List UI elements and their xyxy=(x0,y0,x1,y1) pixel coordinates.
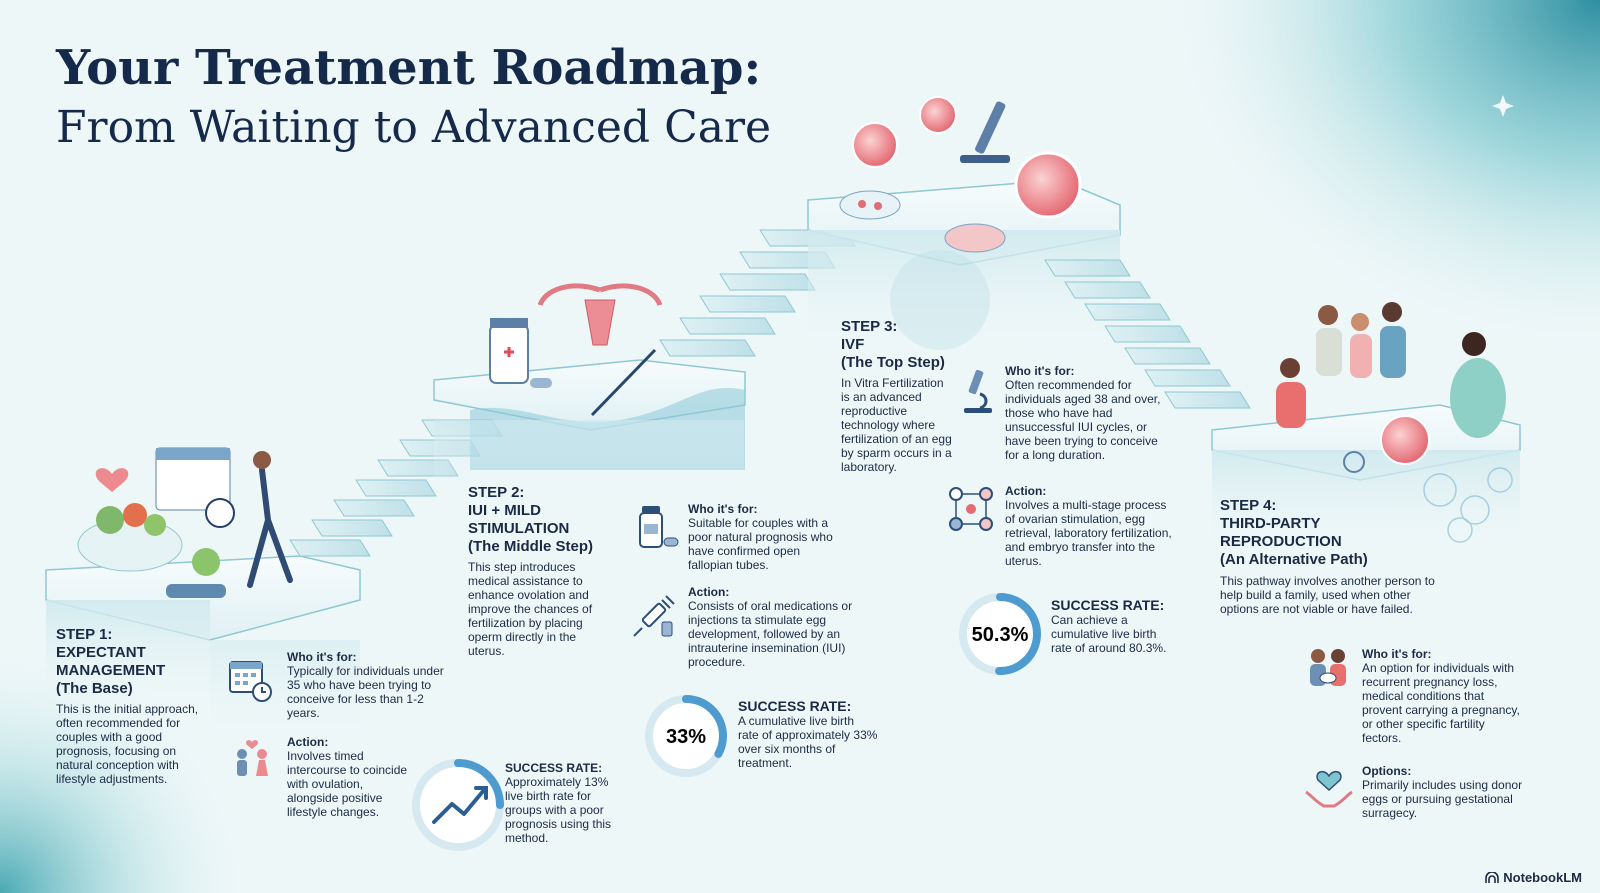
step1-success-text: Approximately 13% live birth rate for gr… xyxy=(505,775,612,845)
family-icon xyxy=(1310,649,1346,686)
step1-who: Who it's for: Typically for individuals … xyxy=(287,650,457,720)
step4-subtitle: (An Alternative Path) xyxy=(1220,551,1368,568)
step3-who: Who it's for: Often recommended for indi… xyxy=(1005,364,1175,462)
step3-name: IVF xyxy=(841,336,865,353)
step2-who-label: Who it's for: xyxy=(688,502,758,516)
step4-who: Who it's for: An option for individuals … xyxy=(1362,647,1522,745)
step3-action: Action: Involves a multi-stage process o… xyxy=(1005,484,1177,568)
step2-subtitle: (The Middle Step) xyxy=(468,538,593,555)
step1-action-label: Action: xyxy=(287,735,329,749)
step1-heading: STEP 1: EXPECTANT MANAGEMENT (The Base) xyxy=(56,626,226,698)
step3-action-label: Action: xyxy=(1005,484,1047,498)
brand-label: NotebookLM xyxy=(1503,870,1582,885)
step1-name: EXPECTANT MANAGEMENT xyxy=(56,644,166,679)
step4-name: THIRD-PARTY REPRODUCTION xyxy=(1220,515,1342,550)
step2-action-label: Action: xyxy=(688,585,730,599)
step1-action-text: Involves timed intercourse to coincide w… xyxy=(287,749,408,819)
microscope-icon xyxy=(964,369,992,413)
step2-action: Action: Consists of oral medications or … xyxy=(688,585,856,669)
step2-success-text: A cumulative live birth rate of approxim… xyxy=(738,714,878,770)
step4-description: This pathway involves another person to … xyxy=(1220,574,1435,616)
page-title: Your Treatment Roadmap: From Waiting to … xyxy=(56,38,771,158)
step3-description: In Vitra Fertilization is an advanced re… xyxy=(841,376,952,474)
title-line-1: Your Treatment Roadmap: xyxy=(56,40,762,96)
step3-who-label: Who it's for: xyxy=(1005,364,1075,378)
step1-description: This is the initial approach, often reco… xyxy=(56,702,199,786)
calendar-clock-icon xyxy=(229,661,272,702)
step2-name: IUI + MILD STIMULATION xyxy=(468,502,570,537)
step3-action-text: Involves a multi-stage process of ovaria… xyxy=(1005,498,1172,568)
notebooklm-brand: NotebookLM xyxy=(1485,870,1582,885)
step1-success: SUCCESS RATE: Approximately 13% live bir… xyxy=(505,761,625,845)
step1-who-text: Typically for individuals under 35 who h… xyxy=(287,664,444,720)
title-line-2: From Waiting to Advanced Care xyxy=(56,102,772,153)
step3-success: SUCCESS RATE: Can achieve a cumulative l… xyxy=(1051,597,1171,655)
step4-who-label: Who it's for: xyxy=(1362,647,1432,661)
step2-who: Who it's for: Suitable for couples with … xyxy=(688,502,848,572)
step1-subtitle: (The Base) xyxy=(56,680,133,697)
step2-success: SUCCESS RATE: A cumulative live birth ra… xyxy=(738,698,878,770)
notebooklm-logo-icon xyxy=(1485,871,1500,883)
step3-success-label: SUCCESS RATE: xyxy=(1051,597,1165,613)
couple-icon xyxy=(237,740,268,776)
step1-action: Action: Involves timed intercourse to co… xyxy=(287,735,417,819)
step1-label: STEP 1: xyxy=(56,626,113,643)
step1-success-label: SUCCESS RATE: xyxy=(505,761,603,775)
step4-options-text: Primarily includes using donor eggs or p… xyxy=(1362,778,1523,820)
step4-heading: STEP 4: THIRD-PARTY REPRODUCTION (An Alt… xyxy=(1220,497,1410,569)
step4-who-text: An option for individuals with recurrent… xyxy=(1362,661,1520,745)
medicine-bottle-icon xyxy=(639,506,679,548)
step3-success-text: Can achieve a cumulative live birth rate… xyxy=(1051,613,1167,655)
step4-options: Options: Primarily includes using donor … xyxy=(1362,764,1532,820)
syringe-icon xyxy=(633,595,675,637)
step3-who-text: Often recommended for individuals aged 3… xyxy=(1005,378,1161,462)
step3-heading: STEP 3: IVF (The Top Step) xyxy=(841,318,971,372)
heart-hands-icon xyxy=(1305,770,1353,808)
step2-description: This step introduces medical assistance … xyxy=(468,560,593,658)
step2-success-label: SUCCESS RATE: xyxy=(738,698,852,714)
step1-who-label: Who it's for: xyxy=(287,650,357,664)
lab-process-icon xyxy=(949,487,993,531)
step4-options-label: Options: xyxy=(1362,764,1412,778)
step2-label: STEP 2: xyxy=(468,484,525,501)
step2-who-text: Suitable for couples with a poor natural… xyxy=(688,516,833,572)
step3-subtitle: (The Top Step) xyxy=(841,354,945,371)
step4-label: STEP 4: xyxy=(1220,497,1277,514)
step2-action-text: Consists of oral medications or injectio… xyxy=(688,599,853,669)
step2-heading: STEP 2: IUI + MILD STIMULATION (The Midd… xyxy=(468,484,638,556)
step3-label: STEP 3: xyxy=(841,318,898,335)
